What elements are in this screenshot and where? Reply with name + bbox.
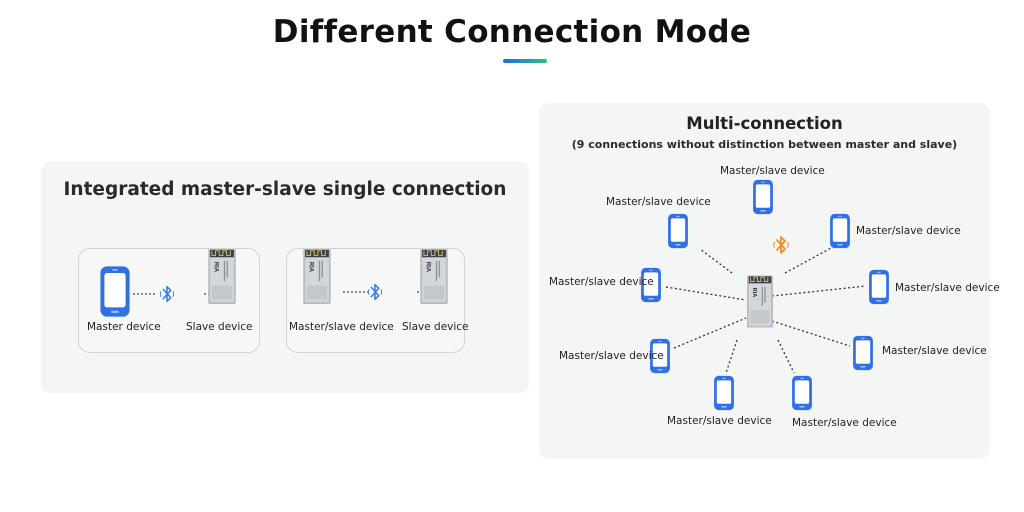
single-connection-heading: Integrated master-slave single connectio… (63, 179, 507, 200)
master-device-label: Master device (87, 321, 161, 333)
master-slave-module-example-card: Master/slave device Slave device (286, 248, 469, 353)
title-underline (503, 59, 547, 63)
connection-lines (665, 247, 867, 374)
slave-device-label: Slave device (186, 321, 253, 333)
phone-icon (853, 335, 873, 371)
module-chip-icon (303, 249, 331, 304)
node-label: Master/slave device (720, 165, 825, 177)
module-chip-icon (208, 249, 236, 304)
bluetooth-icon (367, 283, 383, 301)
slave-device-label: Slave device (402, 321, 469, 333)
master-slave-device-label: Master/slave device (289, 321, 394, 333)
node-label: Master/slave device (559, 350, 664, 362)
single-connection-panel: Integrated master-slave single connectio… (41, 161, 529, 393)
page-title: Different Connection Mode (272, 14, 752, 50)
phone-icon (714, 375, 734, 411)
phone-icon (792, 375, 812, 411)
bluetooth-icon (772, 236, 790, 254)
master-slave-example-card: Master device Slave device (78, 248, 260, 353)
module-chip-icon (420, 249, 448, 304)
multi-connection-panel: Multi-connection (9 connections without … (539, 103, 1000, 459)
central-module-chip-icon (747, 275, 773, 328)
phone-icon (753, 179, 773, 215)
multi-connection-subheading: (9 connections without distinction betwe… (571, 138, 958, 151)
phone-icon (830, 213, 850, 249)
phone-icon (668, 213, 688, 249)
node-label: Master/slave device (895, 282, 1000, 294)
node-label: Master/slave device (667, 415, 772, 427)
node-label: Master/slave device (549, 276, 654, 288)
node-label: Master/slave device (606, 196, 711, 208)
node-label: Master/slave device (882, 345, 987, 357)
connection-line (133, 293, 227, 295)
bluetooth-icon (159, 285, 175, 303)
node-label: Master/slave device (856, 225, 961, 237)
node-label: Master/slave device (792, 417, 897, 429)
phone-icon (869, 269, 889, 305)
phone-icon (100, 266, 130, 317)
multi-connection-heading: Multi-connection (686, 114, 843, 133)
